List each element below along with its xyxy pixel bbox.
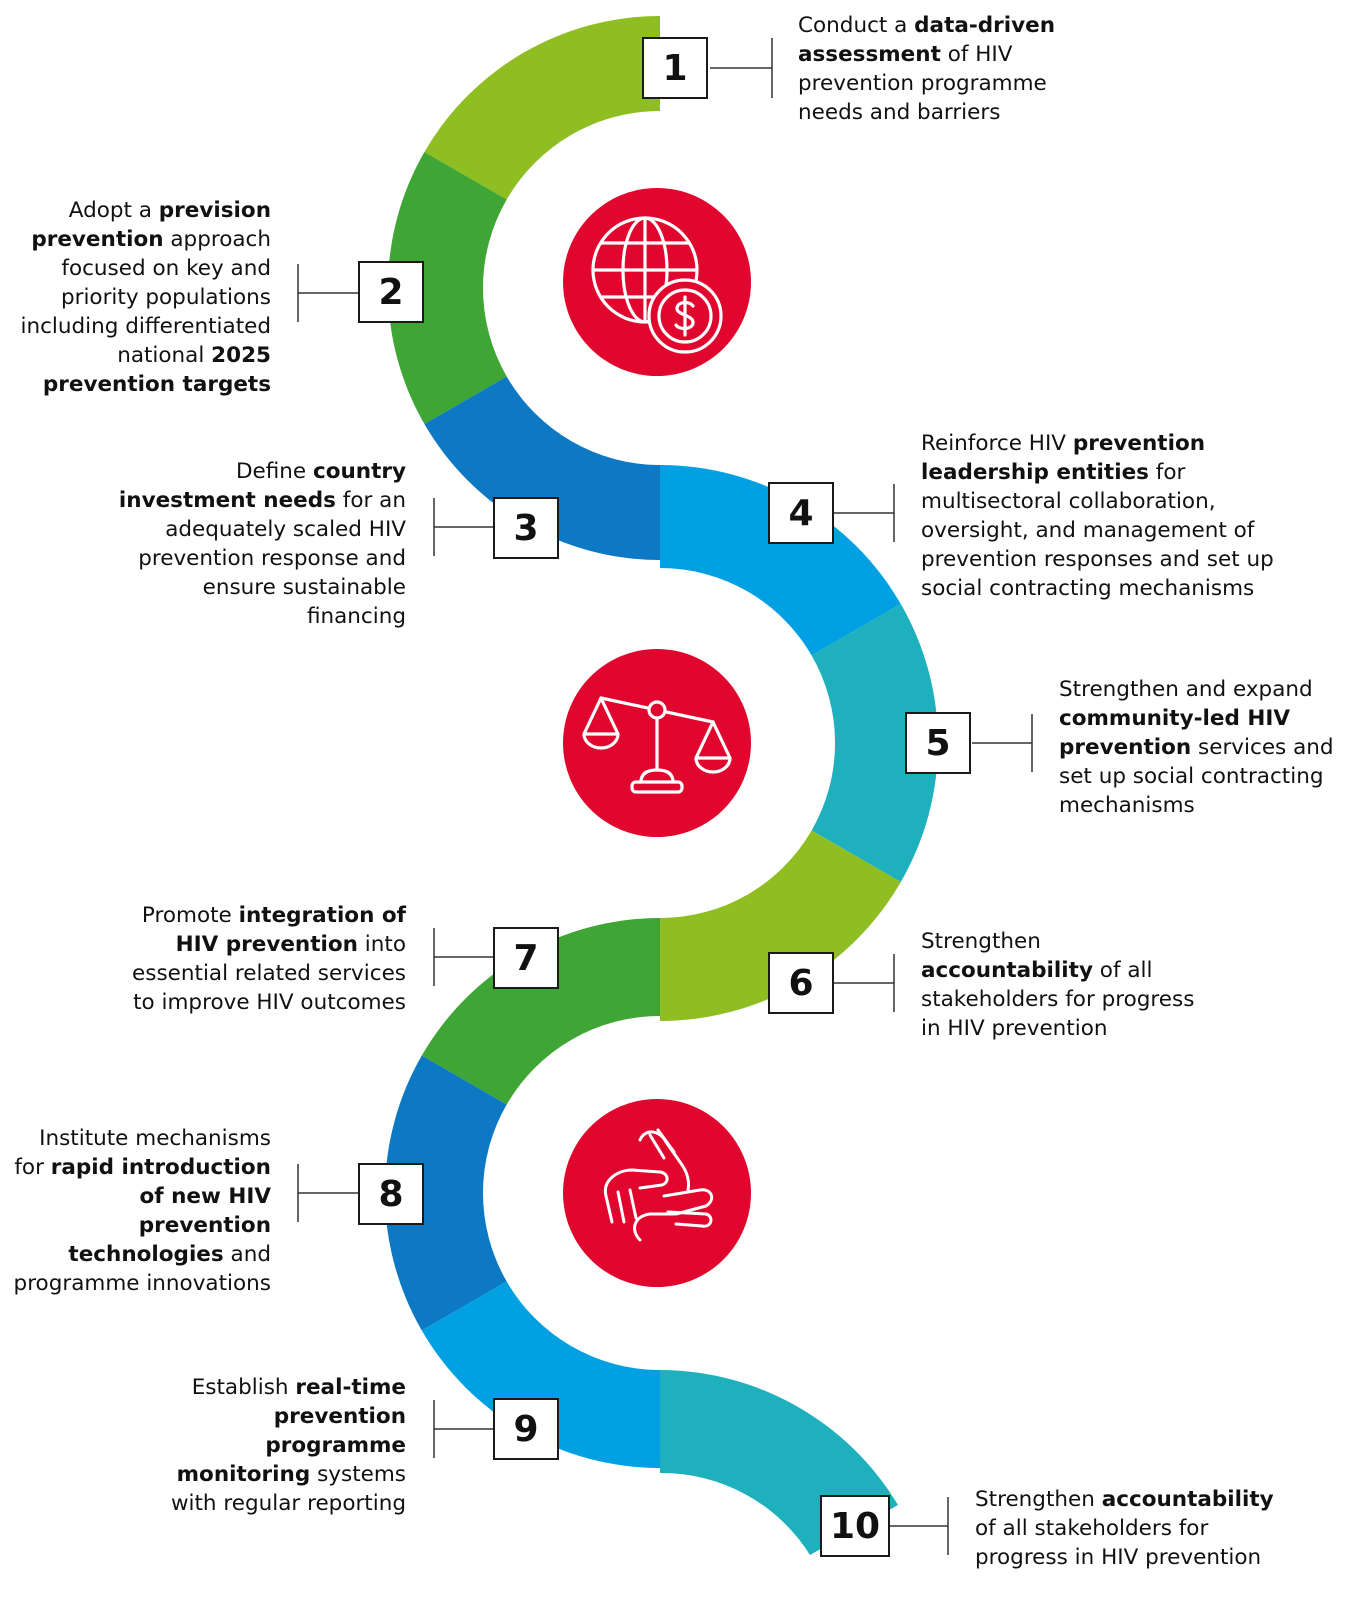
icon-circle-3: [563, 1099, 751, 1287]
step-number-9: 9: [493, 1398, 559, 1460]
step-number-10: 10: [820, 1495, 890, 1557]
step-text-9: Establish real-time prevention programme…: [170, 1375, 406, 1516]
band-segment-7: [421, 918, 660, 1105]
step-text-4: Reinforce HIV prevention leadership enti…: [921, 431, 1274, 601]
step-number-5: 5: [905, 712, 971, 774]
band-segment-6: [660, 830, 901, 1021]
step-text-7: Promote integration of HIV prevention in…: [132, 903, 406, 1015]
step-text-8: Institute mechanisms for rapid introduct…: [13, 1126, 271, 1296]
step-number-7: 7: [493, 927, 559, 989]
step-text-6: Strengthen accountability of all stakeho…: [921, 929, 1195, 1041]
joined-hands-icon: [603, 1128, 714, 1242]
band-segment-4: [660, 465, 901, 656]
step-text-1: Conduct a data-driven assessment of HIV …: [798, 13, 1056, 125]
band-segment-3: [424, 376, 660, 560]
step-text-10: Strengthen accountability of all stakeho…: [975, 1487, 1274, 1570]
globe-dollar-icon: [591, 216, 723, 354]
connector-lines: [297, 38, 1033, 1555]
balance-scale-icon: [582, 696, 732, 794]
step-text-3: Define country investment needs for an a…: [118, 459, 406, 629]
step-number-8: 8: [358, 1163, 424, 1225]
step-number-3: 3: [493, 497, 559, 559]
step-text-2: Adopt a prevision prevention approach fo…: [20, 198, 271, 397]
band-segment-9: [421, 1281, 660, 1468]
band-segment-2: [387, 152, 507, 424]
step-number-4: 4: [768, 482, 834, 544]
band-segment-8: [384, 1055, 507, 1331]
band-segment-5: [811, 604, 939, 882]
icon-circle-1: [563, 188, 751, 376]
step-number-2: 2: [358, 261, 424, 323]
step-number-1: 1: [642, 37, 708, 99]
band-segment-1: [424, 15, 660, 200]
step-number-6: 6: [768, 952, 834, 1014]
step-text-5: Strengthen and expand community-led HIV …: [1059, 677, 1334, 818]
